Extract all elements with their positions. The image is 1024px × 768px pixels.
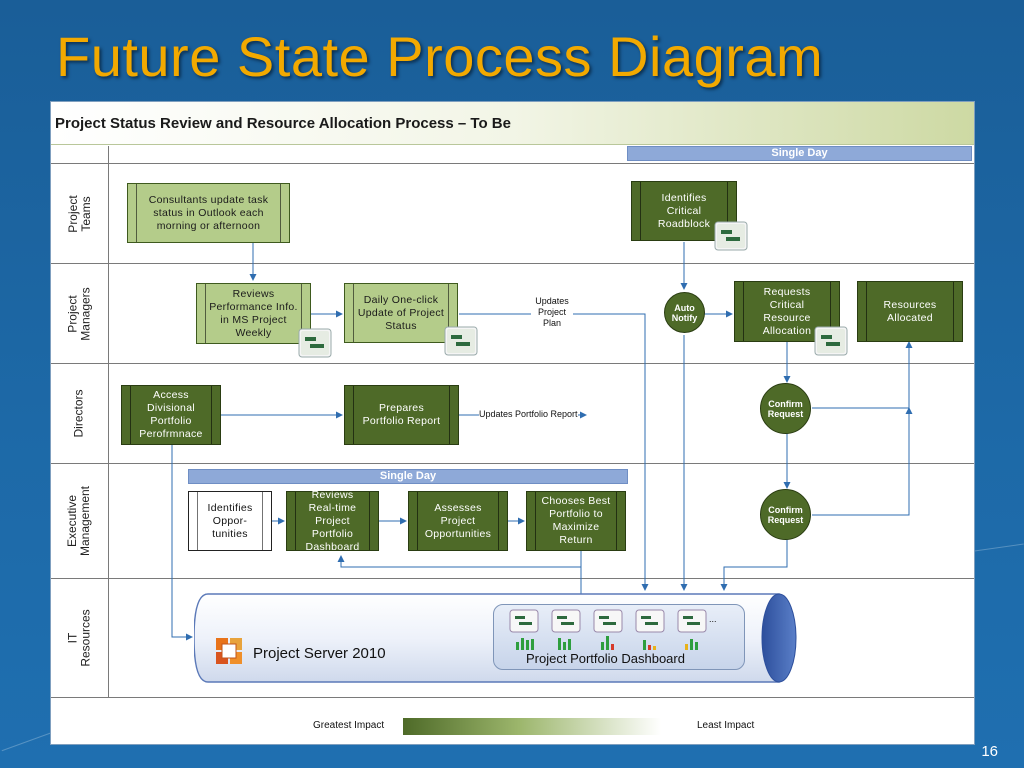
arrow-confirm2-to-server	[720, 532, 788, 591]
box-access-divisional: Access Divisional Portfolio Perofrmnace	[121, 385, 221, 445]
lane-divider	[51, 363, 974, 364]
circle-confirm-request-2: Confirm Request	[760, 489, 811, 540]
gantt-chart-icon	[298, 328, 332, 358]
diagram-header: Project Status Review and Resource Alloc…	[51, 102, 974, 145]
lane-divider	[51, 263, 974, 264]
box-identifies-opportunities: Identifies Oppor-tunities	[188, 491, 272, 551]
arrow-dashboard-to-reviews	[337, 555, 581, 568]
slide-title: Future State Process Diagram	[56, 25, 824, 88]
box-identifies-roadblock: Identifies Critical Roadblock	[631, 181, 737, 241]
box-resources-allocated: Resources Allocated	[857, 281, 963, 342]
single-day-bar-exec: Single Day	[188, 469, 628, 484]
lane-divider	[51, 578, 974, 579]
box-requests-resource: Requests Critical Resource Allocation	[734, 281, 840, 342]
dashboard-icons	[509, 609, 707, 650]
diagram-header-title: Project Status Review and Resource Alloc…	[55, 115, 511, 132]
circle-confirm-request-1: Confirm Request	[760, 383, 811, 434]
single-day-bar: Single Day	[627, 146, 972, 161]
box-reviews-performance: Reviews Performance Info. in MS Project …	[196, 283, 311, 344]
box-prepares-report: Prepares Portfolio Report	[344, 385, 459, 445]
label-updates-project-plan: Updates Project Plan	[531, 296, 573, 329]
gantt-chart-icon	[814, 326, 848, 356]
greatest-impact-label: Greatest Impact	[313, 720, 385, 731]
arrow-confirm2-to-allocated	[812, 407, 913, 516]
process-diagram: Project Status Review and Resource Alloc…	[50, 101, 975, 745]
label-updates-portfolio-report: Updates Portfolio Report	[479, 409, 578, 420]
lane-divider	[51, 463, 974, 464]
box-consultants-update: Consultants update task status in Outloo…	[127, 183, 290, 243]
connector-arrows	[171, 242, 913, 641]
impact-gradient-bar	[403, 718, 661, 735]
dashboard-ellipsis: ...	[709, 614, 717, 624]
gantt-chart-icon	[714, 221, 748, 251]
arrow-access-to-server	[171, 445, 193, 641]
arrow-daily-to-server	[459, 313, 649, 591]
box-reviews-dashboard: Reviews Real-time Project Portfolio Dash…	[286, 489, 379, 553]
lane-divider	[51, 163, 974, 164]
gantt-chart-icon	[444, 326, 478, 356]
box-chooses-portfolio: Chooses Best Portfolio to Maximize Retur…	[526, 491, 626, 551]
lane-divider	[51, 697, 974, 698]
dashboard-label: Project Portfolio Dashboard	[526, 651, 685, 666]
box-daily-update: Daily One-click Update of Project Status	[344, 283, 458, 343]
least-impact-label: Least Impact	[697, 720, 755, 731]
office-logo-icon	[216, 638, 242, 664]
circle-auto-notify: Auto Notify	[664, 292, 705, 333]
box-assesses-opportunities: Assesses Project Opportunities	[408, 491, 508, 551]
page-number: 16	[981, 743, 998, 760]
lane-label-column	[51, 146, 109, 697]
project-server-label: Project Server 2010	[253, 645, 386, 662]
